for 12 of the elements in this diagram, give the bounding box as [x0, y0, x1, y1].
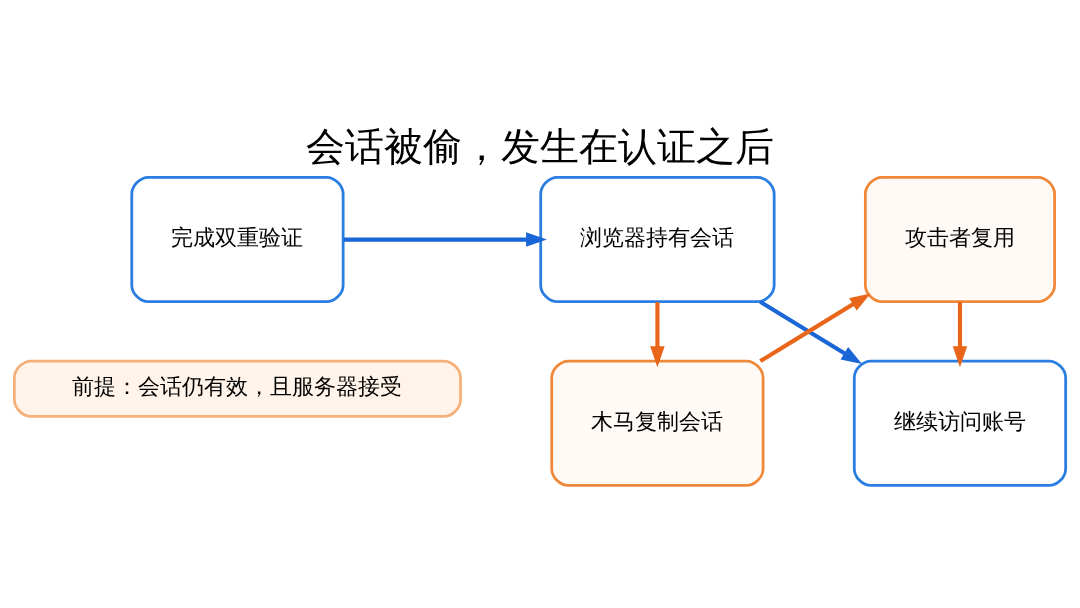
arrow	[650, 301, 665, 367]
arrow	[759, 293, 871, 363]
node-box: 攻击者复用	[863, 175, 1056, 303]
node-box: 木马复制会话	[550, 359, 765, 487]
node-box: 浏览器持有会话	[539, 175, 776, 303]
node-box: 前提：会话仍有效，且服务器接受	[12, 359, 462, 418]
arrow	[952, 301, 968, 367]
node-box: 完成双重验证	[130, 175, 345, 303]
arrow	[759, 299, 863, 364]
diagram-title: 会话被偷，发生在认证之后	[306, 123, 774, 169]
arrow	[343, 231, 547, 247]
node-box: 继续访问账号	[852, 359, 1068, 487]
